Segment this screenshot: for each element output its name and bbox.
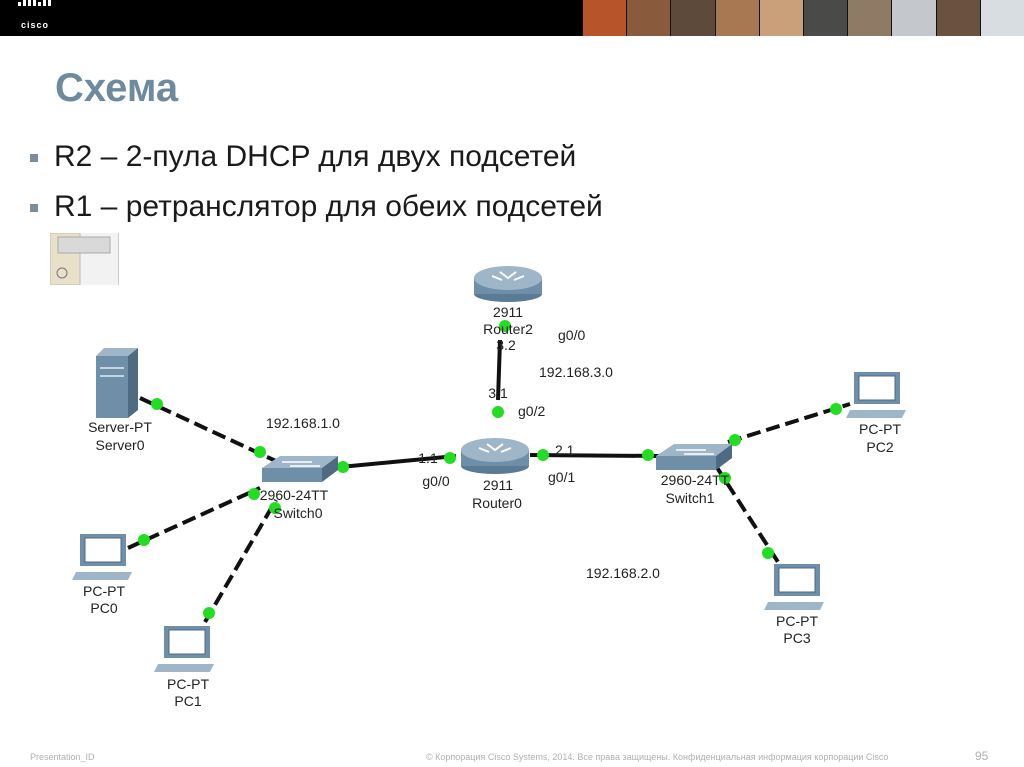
photo-strip <box>582 0 1024 36</box>
router0-interface-up: g0/2 <box>518 403 545 419</box>
network-label: 192.168.1.0 <box>266 415 340 431</box>
switch1-name: Switch1 <box>665 490 714 506</box>
link-switch0-router0 <box>329 454 457 470</box>
switch-icon[interactable] <box>656 444 732 470</box>
cisco-logo: cisco <box>12 0 58 32</box>
switch-icon[interactable] <box>262 456 338 482</box>
pc-icon[interactable] <box>764 564 824 610</box>
router2-address: 3.2 <box>496 337 516 353</box>
router-icon[interactable] <box>461 438 529 474</box>
switch1-model: 2960-24TT <box>661 472 730 488</box>
pc1-model: PC-PT <box>167 676 209 692</box>
router0-interface-right: g0/1 <box>548 469 575 485</box>
link-pc1-switch0 <box>203 498 278 624</box>
pc2-model: PC-PT <box>859 421 901 437</box>
pc1-name: PC1 <box>174 693 201 709</box>
network-label: 192.168.2.0 <box>586 565 660 581</box>
switch0-model: 2960-24TT <box>260 487 329 503</box>
router0-model: 2911 <box>483 477 513 493</box>
link-router2-router0 <box>496 339 502 401</box>
network-label: 192.168.3.0 <box>539 364 613 380</box>
footer-copyright: © Корпорация Cisco Systems, 2014. Все пр… <box>426 752 889 762</box>
pc2-name: PC2 <box>866 439 893 455</box>
server0-model: Server-PT <box>88 419 152 435</box>
bullet-item: R2 – 2-пула DHCP для двух подсетей <box>30 140 603 190</box>
server-icon[interactable] <box>96 348 138 418</box>
switch0-name: Switch0 <box>273 505 322 521</box>
router-icon[interactable] <box>474 266 542 302</box>
link-pc0-switch0 <box>127 486 261 550</box>
link-switch1-pc2 <box>727 402 851 444</box>
router2-model: 2911 <box>493 304 523 320</box>
router0-interface-left: g0/0 <box>422 473 449 489</box>
pc-icon[interactable] <box>154 626 214 672</box>
pc3-model: PC-PT <box>776 613 818 629</box>
router0-name: Router0 <box>472 495 522 511</box>
router2-interface: g0/0 <box>558 327 585 343</box>
pc3-name: PC3 <box>783 630 810 646</box>
top-banner: cisco <box>0 0 1024 36</box>
link-router0-switch1 <box>529 453 661 458</box>
page-number: 95 <box>975 749 989 763</box>
pc-icon[interactable] <box>846 372 906 418</box>
router0-address-up: 3.1 <box>488 385 508 401</box>
router2-name: Router2 <box>483 321 533 337</box>
embedded-file-icon <box>49 232 119 286</box>
cisco-logo-text: cisco <box>20 20 49 30</box>
router0-address-left: 1.1 <box>418 450 438 466</box>
server0-name: Server0 <box>95 437 144 453</box>
pc0-model: PC-PT <box>83 583 125 599</box>
pc-icon[interactable] <box>72 534 132 580</box>
slide-title: Схема <box>55 66 179 110</box>
pc0-name: PC0 <box>90 600 117 616</box>
footer-presentation-id: Presentation_ID <box>30 752 95 762</box>
router0-address-right: 2.1 <box>555 442 575 458</box>
bullet-list: R2 – 2-пула DHCP для двух подсетей R1 – … <box>30 140 603 240</box>
bullet-item: R1 – ретранслятор для обеих подсетей <box>30 190 603 240</box>
